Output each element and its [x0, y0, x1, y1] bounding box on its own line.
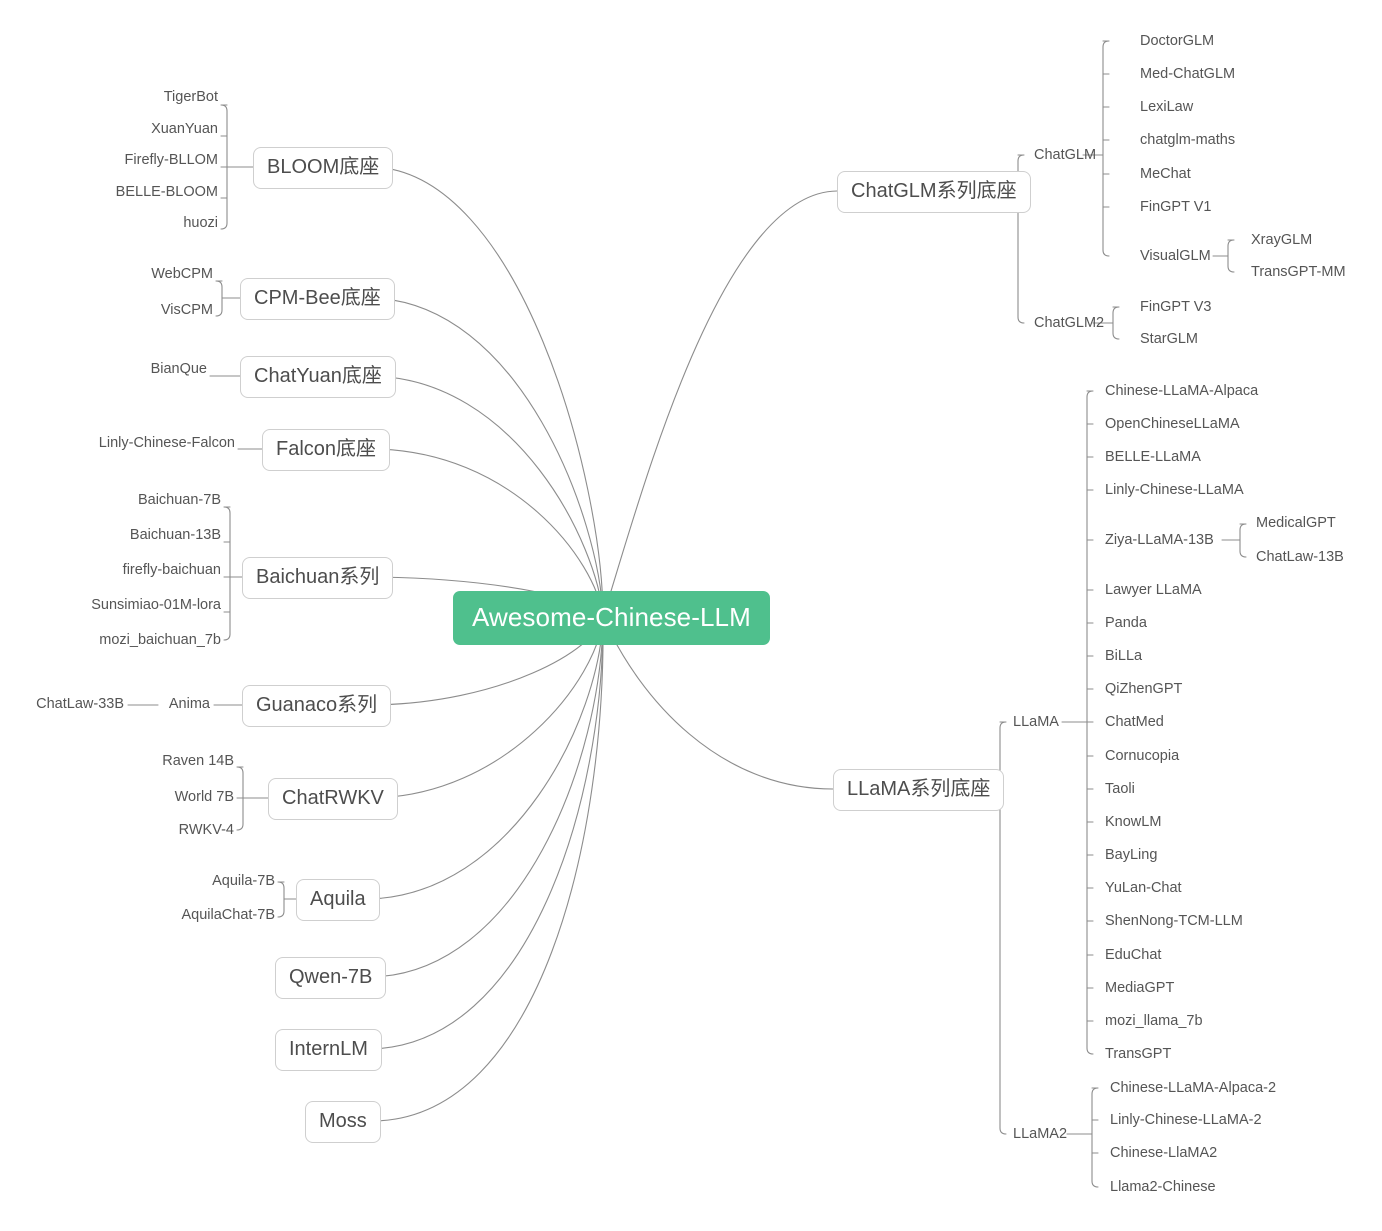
branch-node-qwen-7b[interactable]: Qwen-7B	[275, 957, 387, 999]
leaf-fingpt-v3[interactable]: FinGPT V3	[1140, 299, 1212, 315]
leaf-med-chatglm[interactable]: Med-ChatGLM	[1140, 66, 1236, 82]
leaf-tigerbot[interactable]: TigerBot	[163, 89, 218, 105]
branch-node-baichuan[interactable]: Baichuan系列	[242, 557, 394, 599]
leaf-ziya-llama-13b[interactable]: Ziya-LLaMA-13B	[1105, 532, 1214, 548]
wire-visualglm-bracket	[1227, 239, 1235, 273]
leaf-educhat[interactable]: EduChat	[1105, 947, 1162, 963]
leaf-shennong-tcm-llm[interactable]: ShenNong-TCM-LLM	[1105, 913, 1243, 929]
wire-root-internlm	[369, 616, 604, 1050]
wire-aquila-bracket	[277, 881, 285, 918]
leaf-webcpm[interactable]: WebCPM	[151, 266, 213, 282]
wire-bloom-bracket	[220, 104, 228, 230]
leaf-medicalgpt[interactable]: MedicalGPT	[1256, 515, 1336, 531]
leaf-bianque[interactable]: BianQue	[150, 361, 207, 377]
leaf-belle-llama[interactable]: BELLE-LLaMA	[1105, 449, 1201, 465]
leaf-baichuan-7b[interactable]: Baichuan-7B	[137, 492, 221, 508]
branch-node-cpm-bee[interactable]: CPM-Bee底座	[240, 278, 395, 320]
branch-node-guanaco[interactable]: Guanaco系列	[242, 685, 392, 727]
leaf-fingpt-v1[interactable]: FinGPT V1	[1140, 199, 1212, 215]
leaf-chinese-llama2[interactable]: Chinese-LlaMA2	[1110, 1145, 1218, 1161]
branch-node-bloom[interactable]: BLOOM底座	[253, 147, 394, 189]
leaf-firefly-bllom[interactable]: Firefly-BLLOM	[124, 152, 218, 168]
group-label-llama[interactable]: LLaMA	[1013, 714, 1059, 730]
leaf-knowlm[interactable]: KnowLM	[1105, 814, 1162, 830]
leaf-linly-chinese-falcon[interactable]: Linly-Chinese-Falcon	[98, 435, 235, 451]
leaf-viscpm[interactable]: VisCPM	[160, 302, 213, 318]
branch-node-chatyuan[interactable]: ChatYuan底座	[240, 356, 396, 398]
wire-ziya-bracket	[1239, 523, 1247, 558]
leaf-mozi-llama-7b[interactable]: mozi_llama_7b	[1105, 1013, 1203, 1029]
leaf-firefly-baichuan[interactable]: firefly-baichuan	[122, 562, 221, 578]
leaf-sunsimiao-01m-lora[interactable]: Sunsimiao-01M-lora	[91, 597, 221, 613]
branch-node-falcon[interactable]: Falcon底座	[262, 429, 391, 471]
wire-baichuan-bracket	[223, 506, 231, 641]
leaf-mechat[interactable]: MeChat	[1140, 166, 1191, 182]
leaf-taoli[interactable]: Taoli	[1105, 781, 1135, 797]
branch-node-aquila[interactable]: Aquila	[296, 879, 380, 921]
leaf-huozi[interactable]: huozi	[183, 215, 218, 231]
leaf-aquila-7b[interactable]: Aquila-7B	[212, 873, 275, 889]
branch-node-chatrwkv[interactable]: ChatRWKV	[268, 778, 398, 820]
leaf-doctorglm[interactable]: DoctorGLM	[1140, 33, 1215, 49]
wire-root-qwen	[369, 616, 604, 978]
leaf-aquilachat-7b[interactable]: AquilaChat-7B	[181, 907, 276, 923]
branch-node-chatglm-series[interactable]: ChatGLM系列底座	[837, 171, 1031, 213]
wire-root-moss	[373, 616, 604, 1122]
leaf-chinese-llama-alpaca[interactable]: Chinese-LLaMA-Alpaca	[1105, 383, 1259, 399]
leaf-qizhengpt[interactable]: QiZhenGPT	[1105, 681, 1183, 697]
branch-node-llama-series[interactable]: LLaMA系列底座	[833, 769, 1005, 811]
branch-node-internlm[interactable]: InternLM	[275, 1029, 382, 1071]
wire-root-chatyuan	[369, 375, 604, 618]
group-label-chatglm[interactable]: ChatGLM	[1034, 147, 1097, 163]
wire-chatglm2-bracket	[1112, 306, 1120, 340]
leaf-transgpt[interactable]: TransGPT	[1105, 1046, 1172, 1062]
leaf-baichuan-13b[interactable]: Baichuan-13B	[129, 527, 221, 543]
leaf-transgpt-mm[interactable]: TransGPT-MM	[1251, 264, 1346, 280]
leaf-lexilaw[interactable]: LexiLaw	[1140, 99, 1194, 115]
wire-root-aquila	[367, 616, 604, 900]
leaf-chatlaw-13b[interactable]: ChatLaw-13B	[1256, 549, 1344, 565]
leaf-chatmed[interactable]: ChatMed	[1105, 714, 1164, 730]
group-label-llama2[interactable]: LLaMA2	[1013, 1126, 1068, 1142]
wire-root-chatglm-series	[602, 190, 838, 618]
leaf-world-7b[interactable]: World 7B	[174, 789, 234, 805]
leaf-visualglm[interactable]: VisualGLM	[1140, 248, 1211, 264]
leaf-anima[interactable]: Anima	[168, 696, 210, 712]
leaf-rwkv-4[interactable]: RWKV-4	[178, 822, 234, 838]
leaf-raven-14b[interactable]: Raven 14B	[162, 753, 234, 769]
leaf-lawyer-llama[interactable]: Lawyer LLaMA	[1105, 582, 1202, 598]
leaf-mediagpt[interactable]: MediaGPT	[1105, 980, 1175, 996]
wire-root-bloom	[371, 166, 604, 618]
leaf-xuanyuan[interactable]: XuanYuan	[151, 121, 218, 137]
wire-chatglm-bracket	[1102, 40, 1110, 257]
wire-llama2-bracket	[1091, 1087, 1099, 1188]
leaf-panda[interactable]: Panda	[1105, 615, 1147, 631]
leaf-belle-bloom[interactable]: BELLE-BLOOM	[115, 184, 218, 200]
leaf-chatglm-maths[interactable]: chatglm-maths	[1140, 132, 1236, 148]
leaf-chatlaw-33b[interactable]: ChatLaw-33B	[36, 696, 124, 712]
leaf-linly-chinese-llama-2[interactable]: Linly-Chinese-LLaMA-2	[1110, 1112, 1262, 1128]
leaf-llama2-chinese[interactable]: Llama2-Chinese	[1110, 1179, 1216, 1195]
leaf-xrayglm[interactable]: XrayGLM	[1251, 232, 1313, 248]
leaf-starglm[interactable]: StarGLM	[1140, 331, 1199, 347]
root-node[interactable]: Awesome-Chinese-LLM	[453, 591, 770, 645]
branch-node-moss[interactable]: Moss	[305, 1101, 381, 1143]
leaf-chinese-llama-alpaca-2[interactable]: Chinese-LLaMA-Alpaca-2	[1110, 1080, 1277, 1096]
leaf-billa[interactable]: BiLLa	[1105, 648, 1143, 664]
leaf-linly-chinese-llama[interactable]: Linly-Chinese-LLaMA	[1105, 482, 1244, 498]
leaf-openchinesellama[interactable]: OpenChineseLLaMA	[1105, 416, 1240, 432]
leaf-mozi-baichuan-7b[interactable]: mozi_baichuan_7b	[99, 632, 221, 648]
wire-root-cpmbee	[369, 297, 604, 618]
wire-chatrwkv-bracket	[236, 766, 244, 831]
leaf-cornucopia[interactable]: Cornucopia	[1105, 748, 1180, 764]
leaf-bayling[interactable]: BayLing	[1105, 847, 1158, 863]
wire-cpmbee-bracket	[215, 280, 223, 317]
leaf-yulan-chat[interactable]: YuLan-Chat	[1105, 880, 1182, 896]
wire-llama-bracket	[1086, 390, 1094, 1055]
group-label-chatglm2[interactable]: ChatGLM2	[1034, 315, 1105, 331]
